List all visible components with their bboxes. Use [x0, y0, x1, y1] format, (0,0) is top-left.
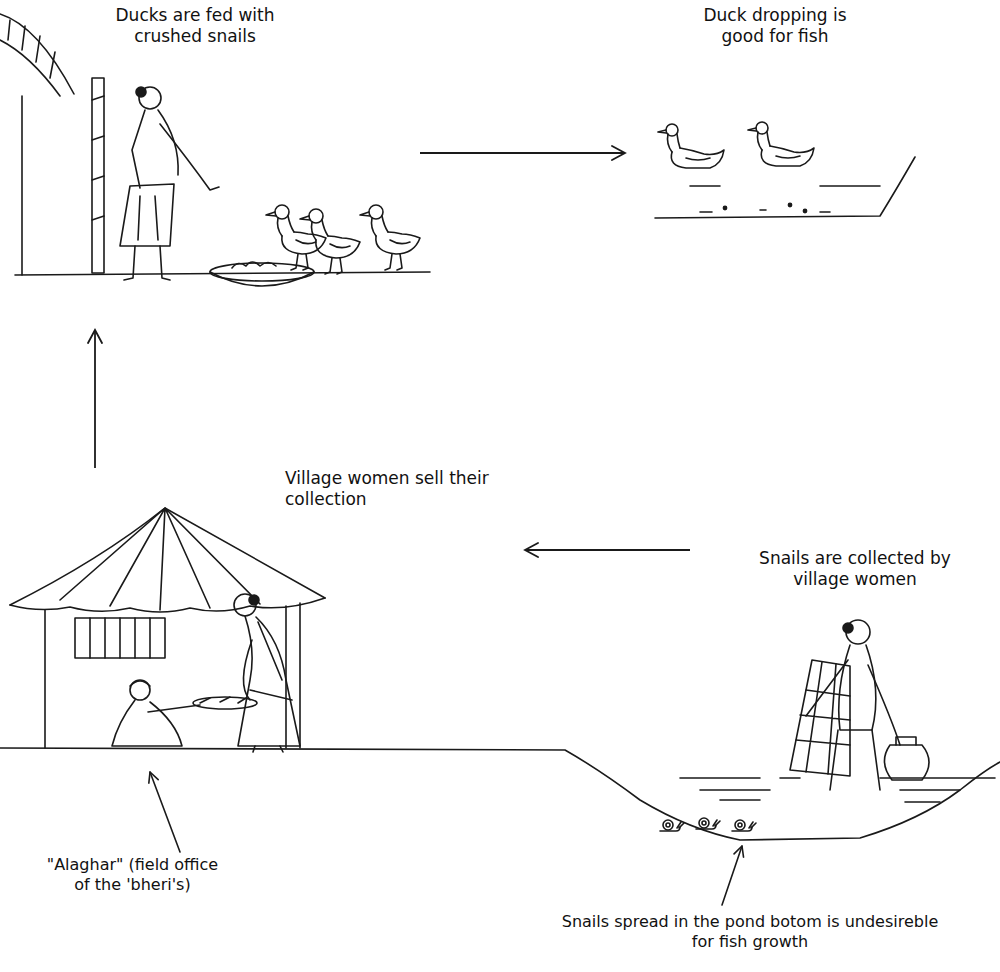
leader-lines — [150, 772, 180, 852]
woman-selling — [250, 622, 292, 700]
hut-top-left — [92, 78, 104, 273]
feed-bowl — [210, 272, 314, 286]
woman-collecting — [790, 620, 929, 790]
callout-label: "Alaghar" (field office of the 'bheri's) — [40, 855, 225, 894]
duck-pond — [658, 124, 724, 168]
seated-man — [112, 680, 200, 746]
woman-feeding — [132, 110, 145, 188]
flow-arrow — [420, 152, 625, 154]
hut-top-left — [15, 272, 430, 275]
woman-collecting — [839, 645, 876, 730]
duck-pond — [803, 209, 806, 212]
woman-collecting — [884, 745, 929, 780]
snails — [660, 820, 684, 831]
ducks-feeding — [266, 205, 420, 274]
hut-top-left — [0, 14, 430, 275]
scene-caption: Duck dropping is good for fish — [680, 5, 870, 46]
field-office-hut — [90, 618, 150, 658]
woman-selling — [234, 594, 300, 752]
scene-caption: Ducks are fed with crushed snails — [95, 5, 295, 46]
scene-caption: Village women sell their collection — [285, 468, 490, 509]
field-office-hut — [10, 598, 325, 612]
duck-pond — [723, 206, 726, 209]
woman-feeding — [124, 246, 170, 280]
flow-arrow — [94, 330, 96, 468]
snail-basket — [193, 697, 257, 709]
woman-selling — [238, 616, 300, 746]
hut-top-left — [92, 96, 104, 220]
woman-feeding — [136, 87, 146, 97]
duck-pond — [700, 210, 830, 212]
field-office-hut — [45, 603, 300, 748]
field-office-hut — [75, 618, 165, 658]
seated-man — [112, 700, 182, 746]
pond-profile — [720, 800, 940, 802]
leader-lines — [150, 772, 742, 905]
flow-arrow — [525, 549, 690, 551]
feed-bowl — [210, 262, 314, 286]
hut-top-left — [0, 14, 74, 94]
callout-label: Snails spread in the pond botom is undes… — [555, 912, 945, 951]
scene-caption: Snails are collected by village women — [730, 548, 980, 589]
duck-pond — [655, 122, 915, 218]
snail-basket — [200, 697, 246, 703]
woman-collecting — [790, 660, 850, 776]
woman-collecting — [796, 662, 850, 774]
scene-node: Ducks are fed with crushed snails — [15, 5, 420, 330]
woman-feeding — [160, 124, 219, 190]
snails — [696, 818, 720, 829]
hut-top-left — [21, 96, 23, 275]
ducks-feeding — [266, 205, 326, 270]
woman-selling — [243, 640, 252, 700]
field-office-hut — [10, 508, 325, 748]
woman-collecting — [830, 730, 880, 790]
seated-man — [130, 680, 150, 700]
pond-profile — [680, 777, 995, 779]
field-office-hut — [60, 508, 260, 610]
hut-top-left — [0, 40, 60, 96]
hut-top-left — [8, 20, 55, 78]
leader-lines — [722, 846, 742, 905]
woman-collecting — [843, 623, 853, 633]
woman-feeding — [120, 87, 219, 280]
snails — [660, 818, 756, 831]
feed-bowl — [232, 262, 276, 268]
scene-node: Duck dropping is good for fish — [625, 5, 925, 225]
seated-man — [148, 705, 200, 712]
field-office-hut — [10, 508, 325, 605]
woman-collecting — [868, 665, 900, 745]
duck-pond — [788, 203, 791, 206]
woman-feeding — [138, 196, 158, 240]
scene-node: Village women sell their collection — [40, 468, 525, 750]
seated-man — [130, 681, 150, 686]
woman-selling — [249, 595, 259, 605]
woman-collecting — [806, 660, 848, 716]
ducks-feeding — [300, 209, 360, 274]
duck-pond — [748, 122, 814, 166]
ducks-feeding — [360, 205, 420, 270]
woman-collecting — [896, 737, 916, 745]
scene-node: Snails are collected by village women — [690, 545, 990, 845]
duck-pond — [690, 185, 880, 187]
woman-feeding — [120, 184, 174, 246]
snail-basket — [193, 697, 257, 709]
snails — [732, 820, 756, 831]
